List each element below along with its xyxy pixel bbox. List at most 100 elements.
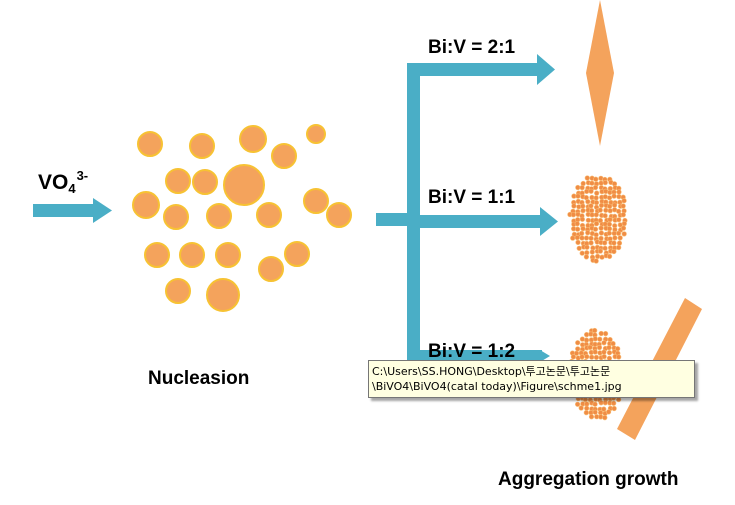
aggregate-dot xyxy=(580,208,586,214)
ion-base: VO xyxy=(38,171,69,194)
aggregate-dot xyxy=(602,194,608,200)
aggregate-dot xyxy=(602,213,608,219)
aggregate-dot xyxy=(588,410,594,416)
aggregate-dot xyxy=(592,401,598,407)
aggregate-dot xyxy=(615,230,622,236)
aggregate-dot xyxy=(580,226,586,232)
aggregate-dot xyxy=(579,354,585,360)
aggregate-dot xyxy=(601,340,607,346)
aggregate-dot xyxy=(611,202,618,208)
aggregate-dot xyxy=(620,203,626,209)
aggregate-dot xyxy=(575,184,581,191)
nucleation-particle xyxy=(303,188,329,214)
aggregate-dot xyxy=(611,400,617,406)
aggregate-dot xyxy=(585,217,591,223)
aggregate-dot xyxy=(593,176,599,182)
aggregate-dot xyxy=(588,240,594,246)
nucleation-particle xyxy=(137,131,163,157)
aggregate-dot xyxy=(593,232,599,238)
aggregate-dot xyxy=(602,180,608,186)
aggregate-dot xyxy=(606,230,612,236)
aggregate-dot xyxy=(593,354,600,361)
nucleation-particle xyxy=(165,278,191,304)
aggregate-dot xyxy=(574,401,581,407)
aggregate-dot xyxy=(579,185,585,191)
nucleation-particle xyxy=(284,241,310,267)
aggregate-dot xyxy=(602,415,608,421)
aggregate-dot xyxy=(592,327,598,334)
ion-charge: 3- xyxy=(76,168,89,183)
aggregate-dot xyxy=(592,184,599,191)
input-arrow xyxy=(33,198,112,223)
nucleation-particle xyxy=(189,133,215,159)
aggregate-dot xyxy=(598,230,605,236)
aggregate-dot xyxy=(592,349,598,355)
aggregate-dot xyxy=(584,175,590,181)
aggregate-dot xyxy=(575,193,581,199)
aggregate-dot xyxy=(593,212,599,218)
nucleation-particle xyxy=(215,242,241,268)
aggregate-dot xyxy=(588,203,594,209)
aggregate-dot xyxy=(607,203,613,209)
aggregate-dot xyxy=(598,180,604,186)
aggregate-dot xyxy=(620,212,626,218)
aggregate-dot xyxy=(574,221,580,227)
aggregate-dot xyxy=(584,244,590,250)
nucleation-particle xyxy=(206,203,232,229)
aggregate-dot xyxy=(584,250,590,256)
aggregate-dot xyxy=(589,249,595,255)
ion-subscript: 4 xyxy=(68,181,76,196)
aggregate-dot xyxy=(583,337,590,343)
file-path-tooltip: C:\Users\SS.HONG\Desktop\투고논문\투고논문 \BiVO… xyxy=(368,360,695,398)
aggregate-dot xyxy=(594,190,600,196)
aggregate-dot xyxy=(584,401,590,407)
aggregate-dot xyxy=(597,336,603,342)
aggregate-dot xyxy=(583,235,590,241)
aggregate-dot xyxy=(570,354,577,360)
aggregate-dot xyxy=(606,195,613,201)
aggregate-dot xyxy=(593,200,600,206)
rhombic-crystal-shape xyxy=(586,0,614,146)
aggregate-dot xyxy=(575,340,581,346)
aggregate-dot xyxy=(588,188,594,194)
aggregate-dot xyxy=(606,226,613,232)
nucleation-particle xyxy=(132,191,160,219)
aggregate-dot xyxy=(592,336,598,342)
aggregate-dot xyxy=(616,244,622,251)
nucleation-particle xyxy=(179,242,205,268)
nucleation-particle xyxy=(256,202,282,228)
aggregate-dot xyxy=(570,235,576,241)
ratio-label-middle: Bi:V = 1:1 xyxy=(428,187,516,208)
aggregate-dot xyxy=(584,405,590,411)
aggregate-dot xyxy=(621,221,627,227)
aggregate-dot xyxy=(597,248,604,254)
aggregate-dot xyxy=(611,240,617,246)
aggregate-dot xyxy=(606,221,613,227)
nucleation-particle xyxy=(223,164,265,206)
aggregate-dot xyxy=(579,216,586,222)
arrowhead-top xyxy=(537,54,555,85)
aggregate-dot xyxy=(611,405,617,412)
aggregate-dot xyxy=(574,226,581,232)
aggregate-dot xyxy=(585,230,591,236)
aggregate-dot xyxy=(611,230,617,236)
aggregate-dot xyxy=(606,345,612,351)
aggregate-dot xyxy=(584,188,590,194)
ratio-label-bottom: Bi:V = 1:2 xyxy=(428,341,516,362)
aggregate-dot xyxy=(610,341,616,347)
nucleation-particle xyxy=(163,204,189,230)
aggregate-dot xyxy=(589,180,595,186)
aggregate-dot xyxy=(596,344,603,351)
nucleation-particle xyxy=(326,202,352,228)
branch-vertical-bar xyxy=(407,63,420,363)
nucleation-particle xyxy=(306,124,326,144)
aggregation-growth-label: Aggregation growth xyxy=(498,469,679,490)
aggregate-dot xyxy=(576,245,582,251)
aggregate-dot xyxy=(616,189,622,195)
aggregate-dot xyxy=(597,207,603,213)
aggregate-dot xyxy=(571,203,577,209)
aggregate-dot xyxy=(575,346,581,352)
aggregate-dot xyxy=(593,195,599,201)
aggregate-dot xyxy=(602,245,608,251)
